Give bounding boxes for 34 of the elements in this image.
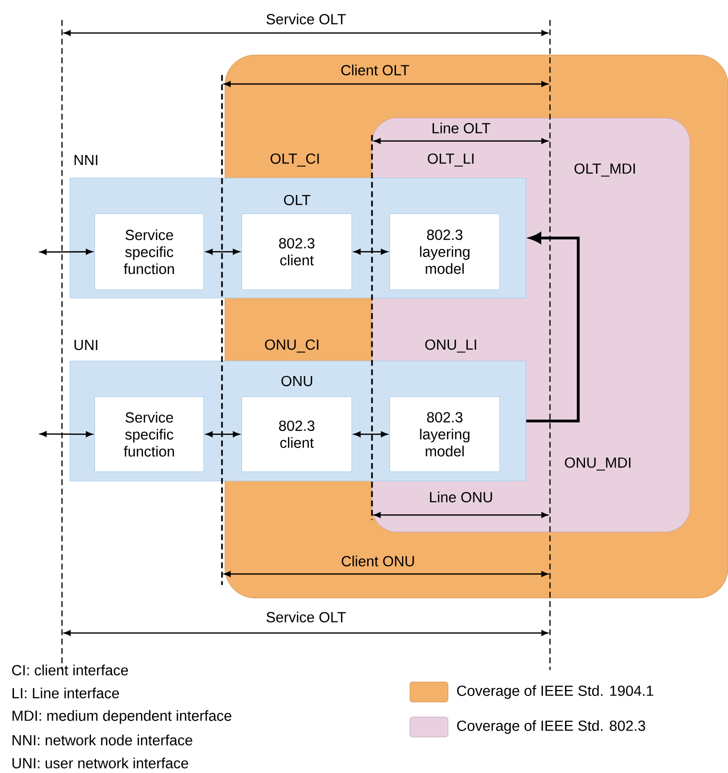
interface-label: LI: Line interface — [12, 688, 119, 698]
arrow — [40, 431, 93, 438]
arrow — [526, 232, 580, 422]
interface-label: OLT_LI — [428, 153, 474, 167]
interface-label: ONU_MDI — [564, 457, 630, 471]
interface-label: CI: client interface — [12, 664, 128, 676]
dimension-label: Client OLT — [341, 64, 410, 76]
arrow — [206, 248, 240, 255]
dimension-label: Line ONU — [430, 492, 492, 502]
legend-text: Coverage of IEEE Std. 1904.1 — [457, 685, 654, 699]
interface-label: UNI — [74, 340, 98, 350]
interface-label: OLT_CI — [270, 153, 319, 167]
interface-label: ONU_CI — [265, 339, 318, 353]
function-box: 802.3 client — [242, 214, 352, 290]
dimension-label: Service OLT — [266, 14, 346, 24]
interface-label: ONU_LI — [425, 339, 476, 353]
interface-label: MDI: medium dependent interface — [12, 710, 232, 724]
interface-label: UNI: user network interface — [12, 758, 188, 768]
arrow — [354, 248, 388, 255]
function-box: 802.3 client — [242, 396, 352, 472]
function-box: 802.3 layering model — [390, 214, 500, 290]
function-box: 802.3 layering model — [390, 396, 500, 472]
arrow — [40, 248, 93, 255]
arrow — [354, 431, 388, 438]
interface-label: OLT_MDI — [574, 163, 635, 177]
legend-text: Coverage of IEEE Std. 802.3 — [457, 720, 646, 734]
arrow — [206, 431, 240, 438]
dimension-label: Line OLT — [432, 122, 490, 134]
interface-label: NNI — [74, 154, 98, 166]
interface-label: NNI: network node interface — [12, 734, 192, 746]
function-box: Service specific function — [94, 214, 204, 290]
dimension-label: Service OLT — [266, 612, 346, 622]
function-box: Service specific function — [94, 396, 204, 472]
dimension-label: Client ONU — [342, 556, 414, 566]
